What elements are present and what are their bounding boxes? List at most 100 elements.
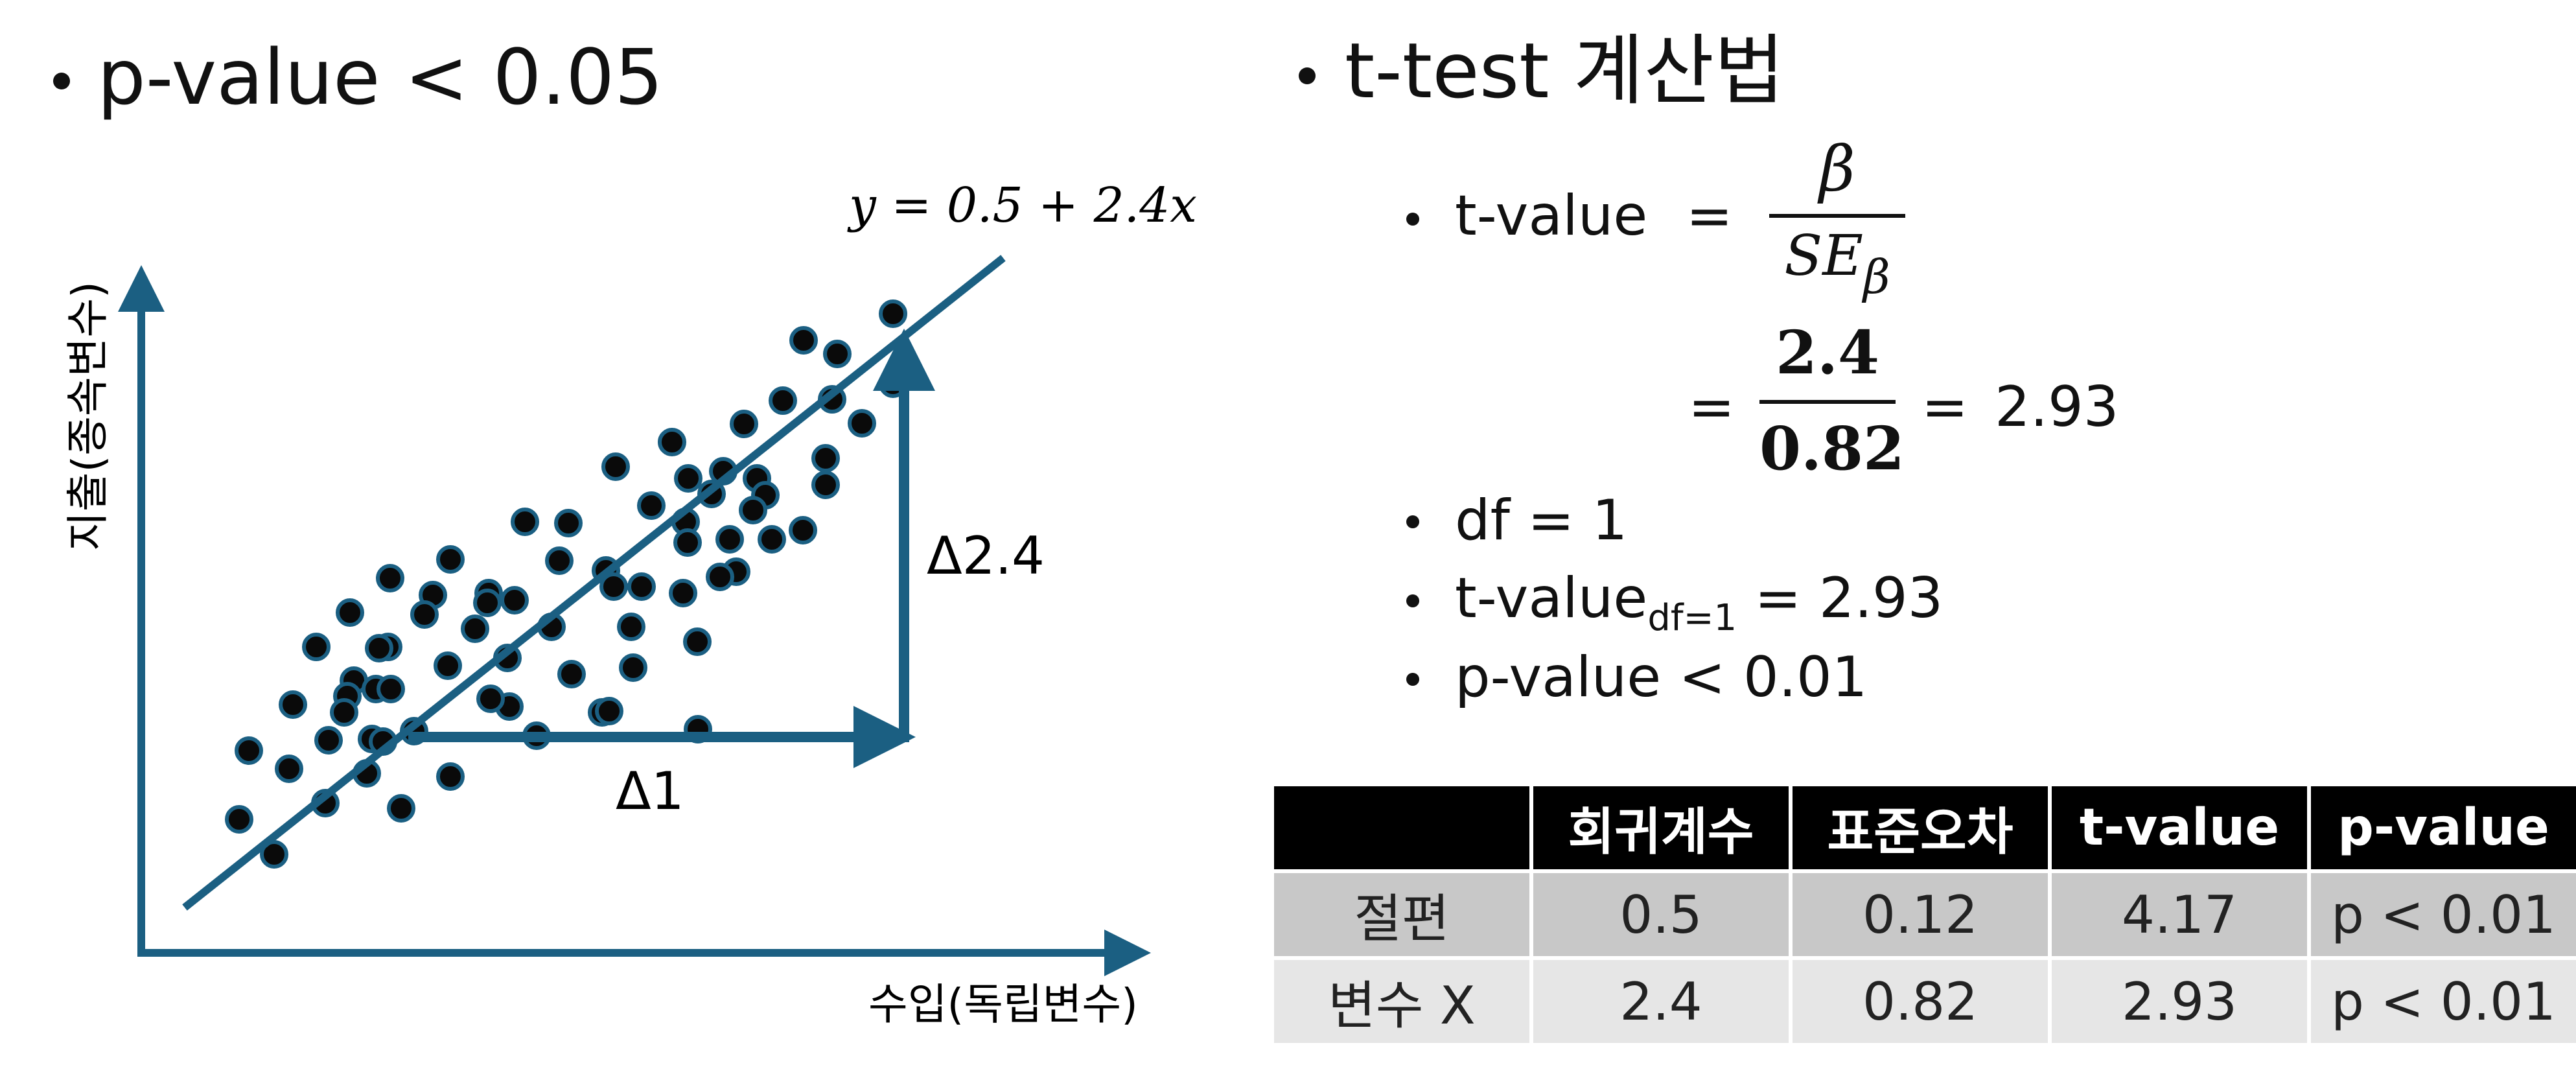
table-cell: 4.17 <box>2048 869 2311 960</box>
data-point <box>823 340 852 368</box>
regression-line <box>182 255 1006 911</box>
data-point <box>673 528 702 557</box>
data-point <box>377 675 405 703</box>
table-cell: 절편 <box>1270 869 1533 960</box>
fraction-bar <box>1769 214 1905 218</box>
data-point <box>848 409 876 438</box>
data-point <box>758 525 786 554</box>
fraction-numerator-beta: β <box>1819 133 1855 205</box>
tvalue-bullet-dot <box>1406 213 1419 226</box>
table-cell: 2.93 <box>2048 956 2311 1047</box>
df-line: df = 1 <box>1455 488 1628 553</box>
data-point <box>545 546 574 575</box>
data-point <box>601 452 630 481</box>
value-fraction: 2.4 0.82 <box>1759 318 1905 493</box>
data-point <box>365 634 393 662</box>
se-subscript: β <box>1863 250 1890 304</box>
data-point <box>336 598 364 627</box>
table-row: 변수 X 2.4 0.82 2.93 p < 0.01 <box>1270 956 2576 1047</box>
tdf-bullet-dot <box>1406 594 1419 607</box>
data-point <box>473 589 502 617</box>
pvalue-bullet-dot <box>1406 673 1419 686</box>
pvalue-line: p-value < 0.01 <box>1455 645 1868 710</box>
table-header-cell: 회귀계수 <box>1529 782 1793 873</box>
tvalue-equals: = <box>1686 183 1733 248</box>
data-point <box>387 794 415 823</box>
tvalue-fraction: β SEβ <box>1769 133 1905 321</box>
data-point <box>511 508 539 536</box>
tdf-subscript: df=1 <box>1647 597 1737 639</box>
equation-label: y = 0.5 + 2.4x <box>847 178 1197 233</box>
data-point <box>330 698 358 727</box>
data-point <box>658 428 686 456</box>
data-point <box>789 516 817 544</box>
data-point <box>683 627 712 656</box>
data-point <box>434 651 462 680</box>
x-axis-label: 수입(독립변수) <box>868 979 1138 1029</box>
data-point <box>739 496 767 524</box>
regression-plot: y = 0.5 + 2.4x Δ2.4 Δ1 수입(독립변수) 지출(종속변수) <box>63 178 1197 1029</box>
data-point <box>436 545 465 574</box>
y-axis-label: 지출(종속변수) <box>63 281 113 551</box>
tdf-main: t-value <box>1455 566 1648 631</box>
table-cell: 0.12 <box>1789 869 2052 960</box>
data-point <box>789 326 818 355</box>
table-header-cell: p-value <box>2307 782 2576 873</box>
se-text: SE <box>1784 224 1864 288</box>
left-heading: p-value < 0.05 <box>97 32 664 122</box>
data-point <box>436 762 465 791</box>
fraction-bar-2 <box>1759 400 1896 404</box>
table-cell: 변수 X <box>1270 956 1533 1047</box>
tvalue-result: 2.93 <box>1995 375 2119 439</box>
table-row: 절편 0.5 0.12 4.17 p < 0.01 <box>1270 869 2576 960</box>
data-point <box>410 600 439 629</box>
df-bullet-dot <box>1406 515 1419 528</box>
data-point <box>669 579 697 607</box>
tdf-line: t-valuedf=1 = 2.93 <box>1455 570 1943 637</box>
data-point <box>235 736 263 765</box>
fraction-denominator-se: SEβ <box>1769 224 1905 304</box>
data-point <box>627 572 656 601</box>
table-cell: p < 0.01 <box>2307 956 2576 1047</box>
data-point <box>376 564 404 592</box>
data-point <box>314 726 343 755</box>
table-header-cell: 표준오차 <box>1789 782 2052 873</box>
data-point <box>811 471 840 499</box>
fraction-numerator-value: 2.4 <box>1775 318 1880 388</box>
data-point <box>617 613 645 641</box>
delta-y-label: Δ2.4 <box>927 526 1045 586</box>
data-point <box>500 586 529 614</box>
data-point <box>302 633 331 661</box>
tdf-rest: = 2.93 <box>1737 566 1944 631</box>
data-points <box>225 299 907 869</box>
data-point <box>619 653 647 682</box>
second-equals: = <box>1688 375 1735 439</box>
tvalue-text: t-value <box>1455 183 1648 248</box>
data-point <box>715 525 744 554</box>
left-bullet-dot <box>53 73 70 89</box>
table-header-cell <box>1270 782 1533 873</box>
table-cell: p < 0.01 <box>2307 869 2576 960</box>
table-cell: 2.4 <box>1529 956 1793 1047</box>
third-equals: = <box>1921 375 1969 439</box>
data-point <box>260 840 288 869</box>
data-point <box>599 572 628 601</box>
data-point <box>730 410 758 438</box>
data-point <box>476 685 505 713</box>
table-header-row: 회귀계수 표준오차 t-value p-value <box>1270 782 2576 873</box>
data-point <box>879 299 907 328</box>
data-point <box>225 805 253 834</box>
fraction-denominator-value: 0.82 <box>1759 414 1905 484</box>
data-point <box>595 697 623 725</box>
data-point <box>706 563 734 591</box>
data-point <box>461 614 489 643</box>
table-cell: 0.82 <box>1789 956 2052 1047</box>
delta-x-label: Δ1 <box>616 761 684 821</box>
tvalue-label: t-value = <box>1455 188 1733 244</box>
data-point <box>811 444 840 473</box>
right-heading: t-test 계산법 <box>1345 26 1785 115</box>
data-point <box>637 491 666 520</box>
data-point <box>557 660 586 688</box>
table-cell: 0.5 <box>1529 869 1793 960</box>
data-point <box>279 690 307 719</box>
